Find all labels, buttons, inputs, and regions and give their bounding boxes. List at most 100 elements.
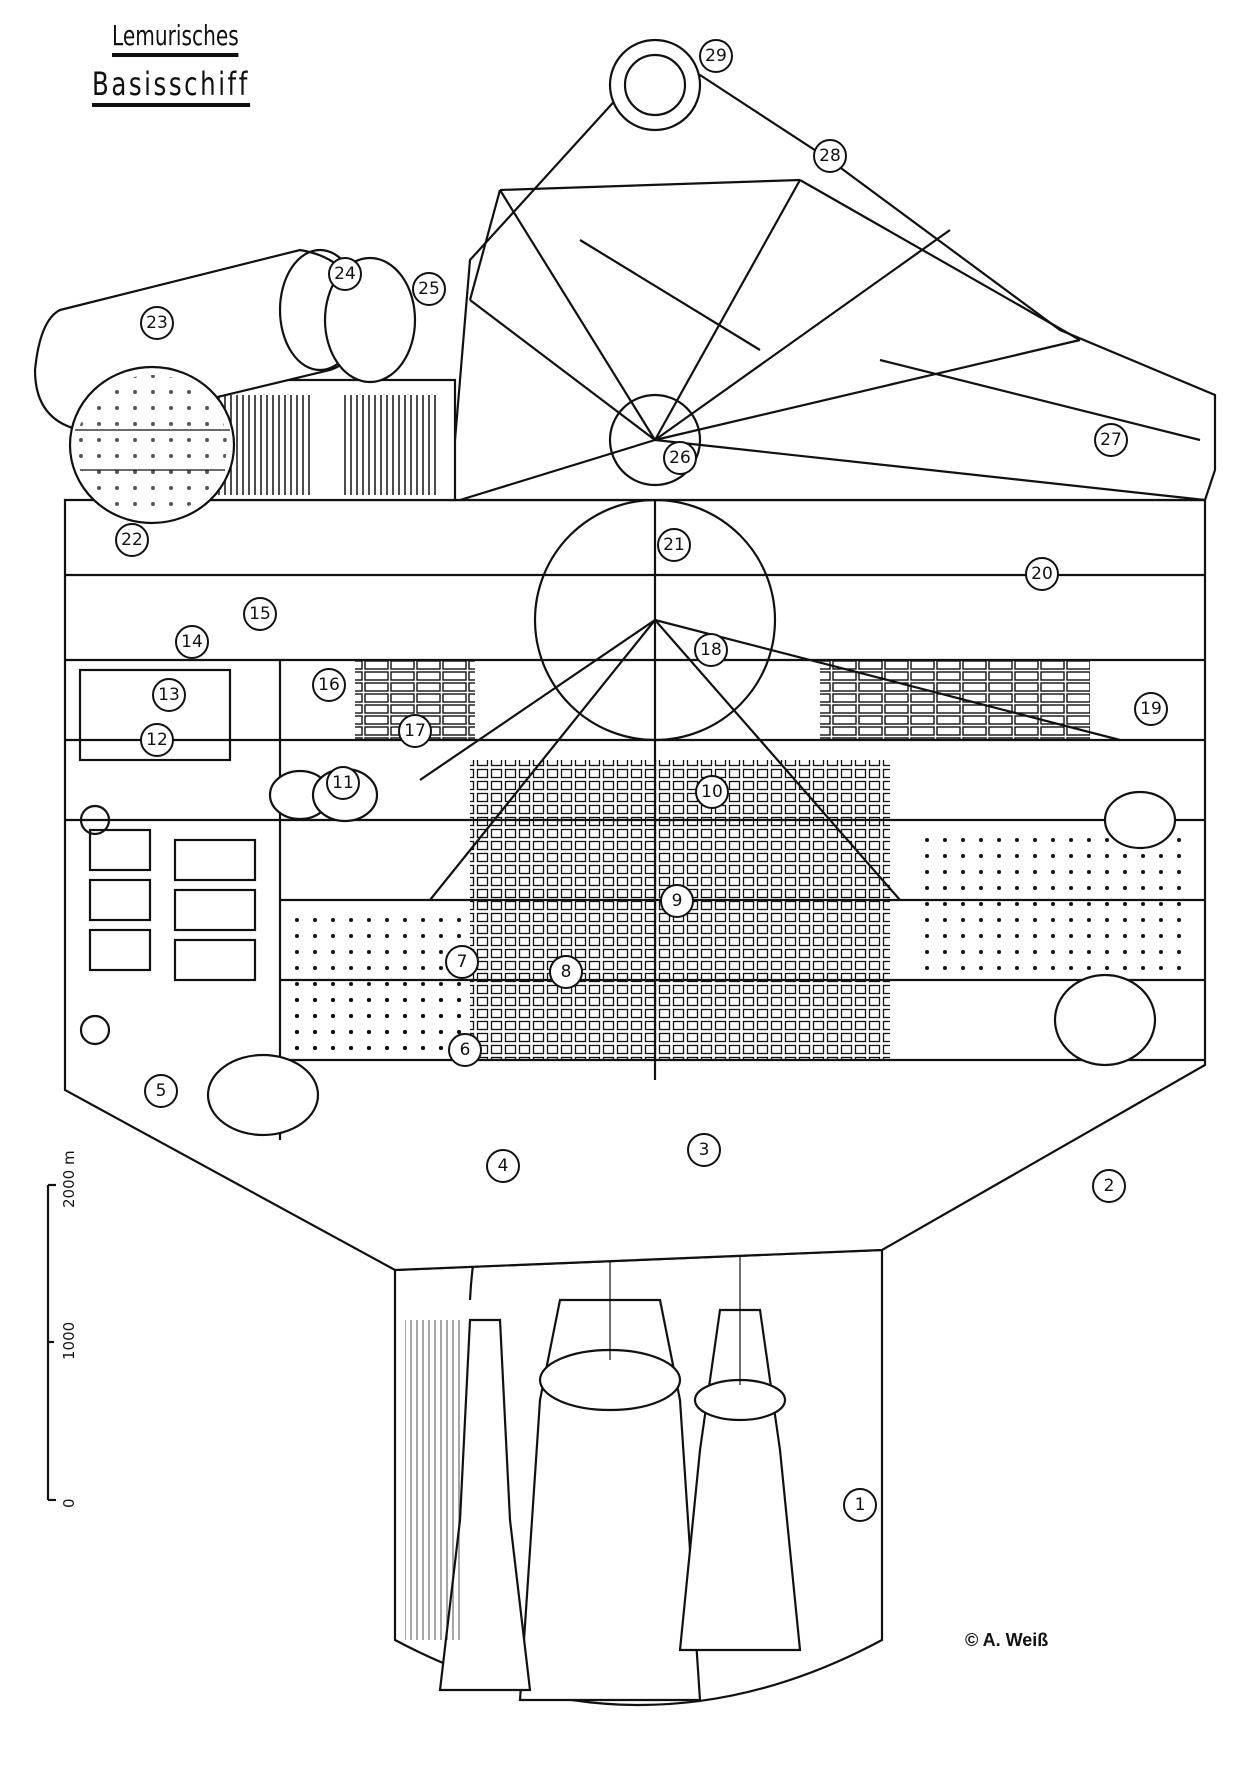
callout-29: 29 — [699, 39, 733, 73]
callout-circle — [663, 441, 697, 475]
callout-26: 26 — [663, 441, 697, 475]
callout-circle — [1134, 692, 1168, 726]
callout-circle — [412, 272, 446, 306]
copyright-notice: © A. Weiß — [965, 1630, 1049, 1650]
callout-19: 19 — [1134, 692, 1168, 726]
callout-10: 10 — [695, 775, 729, 809]
callout-circle — [549, 955, 583, 989]
callout-number: 8 — [561, 962, 572, 982]
scale-bar — [46, 1183, 56, 1502]
callout-number: 15 — [249, 604, 271, 624]
callout-number: 4 — [498, 1156, 509, 1176]
callout-number: 25 — [418, 279, 440, 299]
top-dome — [608, 38, 702, 132]
callout-16: 16 — [312, 668, 346, 702]
callout-number: 5 — [156, 1081, 167, 1101]
callout-12: 12 — [140, 723, 174, 757]
callout-27: 27 — [1094, 423, 1128, 457]
callout-circle — [144, 1074, 178, 1108]
callout-number: 20 — [1031, 564, 1053, 584]
callout-circle — [657, 528, 691, 562]
callout-circle — [843, 1488, 877, 1522]
callout-number: 6 — [460, 1040, 471, 1060]
callout-circle — [326, 766, 360, 800]
callout-23: 23 — [140, 306, 174, 340]
callout-7: 7 — [445, 945, 479, 979]
callout-number: 26 — [669, 448, 691, 468]
callout-number: 1 — [855, 1495, 866, 1515]
callout-11: 11 — [326, 766, 360, 800]
left-modules — [33, 248, 457, 525]
callout-number: 14 — [181, 632, 203, 652]
callout-number: 27 — [1100, 430, 1122, 450]
main-hull — [63, 40, 1207, 1272]
callout-circle — [699, 39, 733, 73]
callout-circle — [687, 1133, 721, 1167]
callout-1: 1 — [843, 1488, 877, 1522]
callout-circle — [445, 945, 479, 979]
callout-21: 21 — [657, 528, 691, 562]
callout-2: 2 — [1092, 1169, 1126, 1203]
callout-circle — [448, 1033, 482, 1067]
callout-circle — [312, 668, 346, 702]
callout-14: 14 — [175, 625, 209, 659]
callout-number: 13 — [158, 685, 180, 705]
upper-pyramid — [448, 38, 1217, 502]
callout-number: 7 — [457, 952, 468, 972]
callout-number: 10 — [701, 782, 723, 802]
callout-circle — [140, 723, 174, 757]
callout-circle — [660, 884, 694, 918]
callout-circle — [398, 714, 432, 748]
callout-24: 24 — [328, 257, 362, 291]
title-line-2: Basisschiff — [92, 68, 250, 107]
scale-label-2000: 2000 m — [60, 1150, 78, 1208]
callout-number: 18 — [700, 640, 722, 660]
callout-4: 4 — [486, 1149, 520, 1183]
callout-6: 6 — [448, 1033, 482, 1067]
callout-25: 25 — [412, 272, 446, 306]
callout-20: 20 — [1025, 557, 1059, 591]
callout-circle — [115, 523, 149, 557]
callout-circle — [152, 678, 186, 712]
callout-22: 22 — [115, 523, 149, 557]
callout-number: 21 — [663, 535, 685, 555]
callout-15: 15 — [243, 597, 277, 631]
callout-circle — [694, 633, 728, 667]
callout-number: 9 — [672, 891, 683, 911]
callout-number: 17 — [404, 721, 426, 741]
callout-number: 11 — [332, 773, 354, 793]
callout-circle — [1094, 423, 1128, 457]
callout-number: 16 — [318, 675, 340, 695]
callout-number: 28 — [819, 146, 841, 166]
scale-label-0: 0 — [60, 1498, 78, 1508]
callout-number: 12 — [146, 730, 168, 750]
hangar-bays — [206, 767, 1190, 1137]
callout-number: 19 — [1140, 699, 1162, 719]
callout-circle — [328, 257, 362, 291]
callout-number: 23 — [146, 313, 168, 333]
scale-label-1000: 1000 — [60, 1321, 78, 1360]
callout-number: 29 — [705, 46, 727, 66]
callout-5: 5 — [144, 1074, 178, 1108]
callout-number: 22 — [121, 530, 143, 550]
callout-28: 28 — [813, 139, 847, 173]
callout-3: 3 — [687, 1133, 721, 1167]
engine-nozzles — [438, 1230, 802, 1702]
callout-8: 8 — [549, 955, 583, 989]
callout-18: 18 — [694, 633, 728, 667]
callout-circle — [486, 1149, 520, 1183]
callout-17: 17 — [398, 714, 432, 748]
callout-circle — [1092, 1169, 1126, 1203]
callout-circle — [175, 625, 209, 659]
callout-number: 3 — [699, 1140, 710, 1160]
title-line-1: Lemurisches — [112, 22, 239, 57]
callout-13: 13 — [152, 678, 186, 712]
callout-circle — [140, 306, 174, 340]
callout-number: 24 — [334, 264, 356, 284]
callout-circle — [243, 597, 277, 631]
callout-9: 9 — [660, 884, 694, 918]
callout-number: 2 — [1104, 1176, 1115, 1196]
